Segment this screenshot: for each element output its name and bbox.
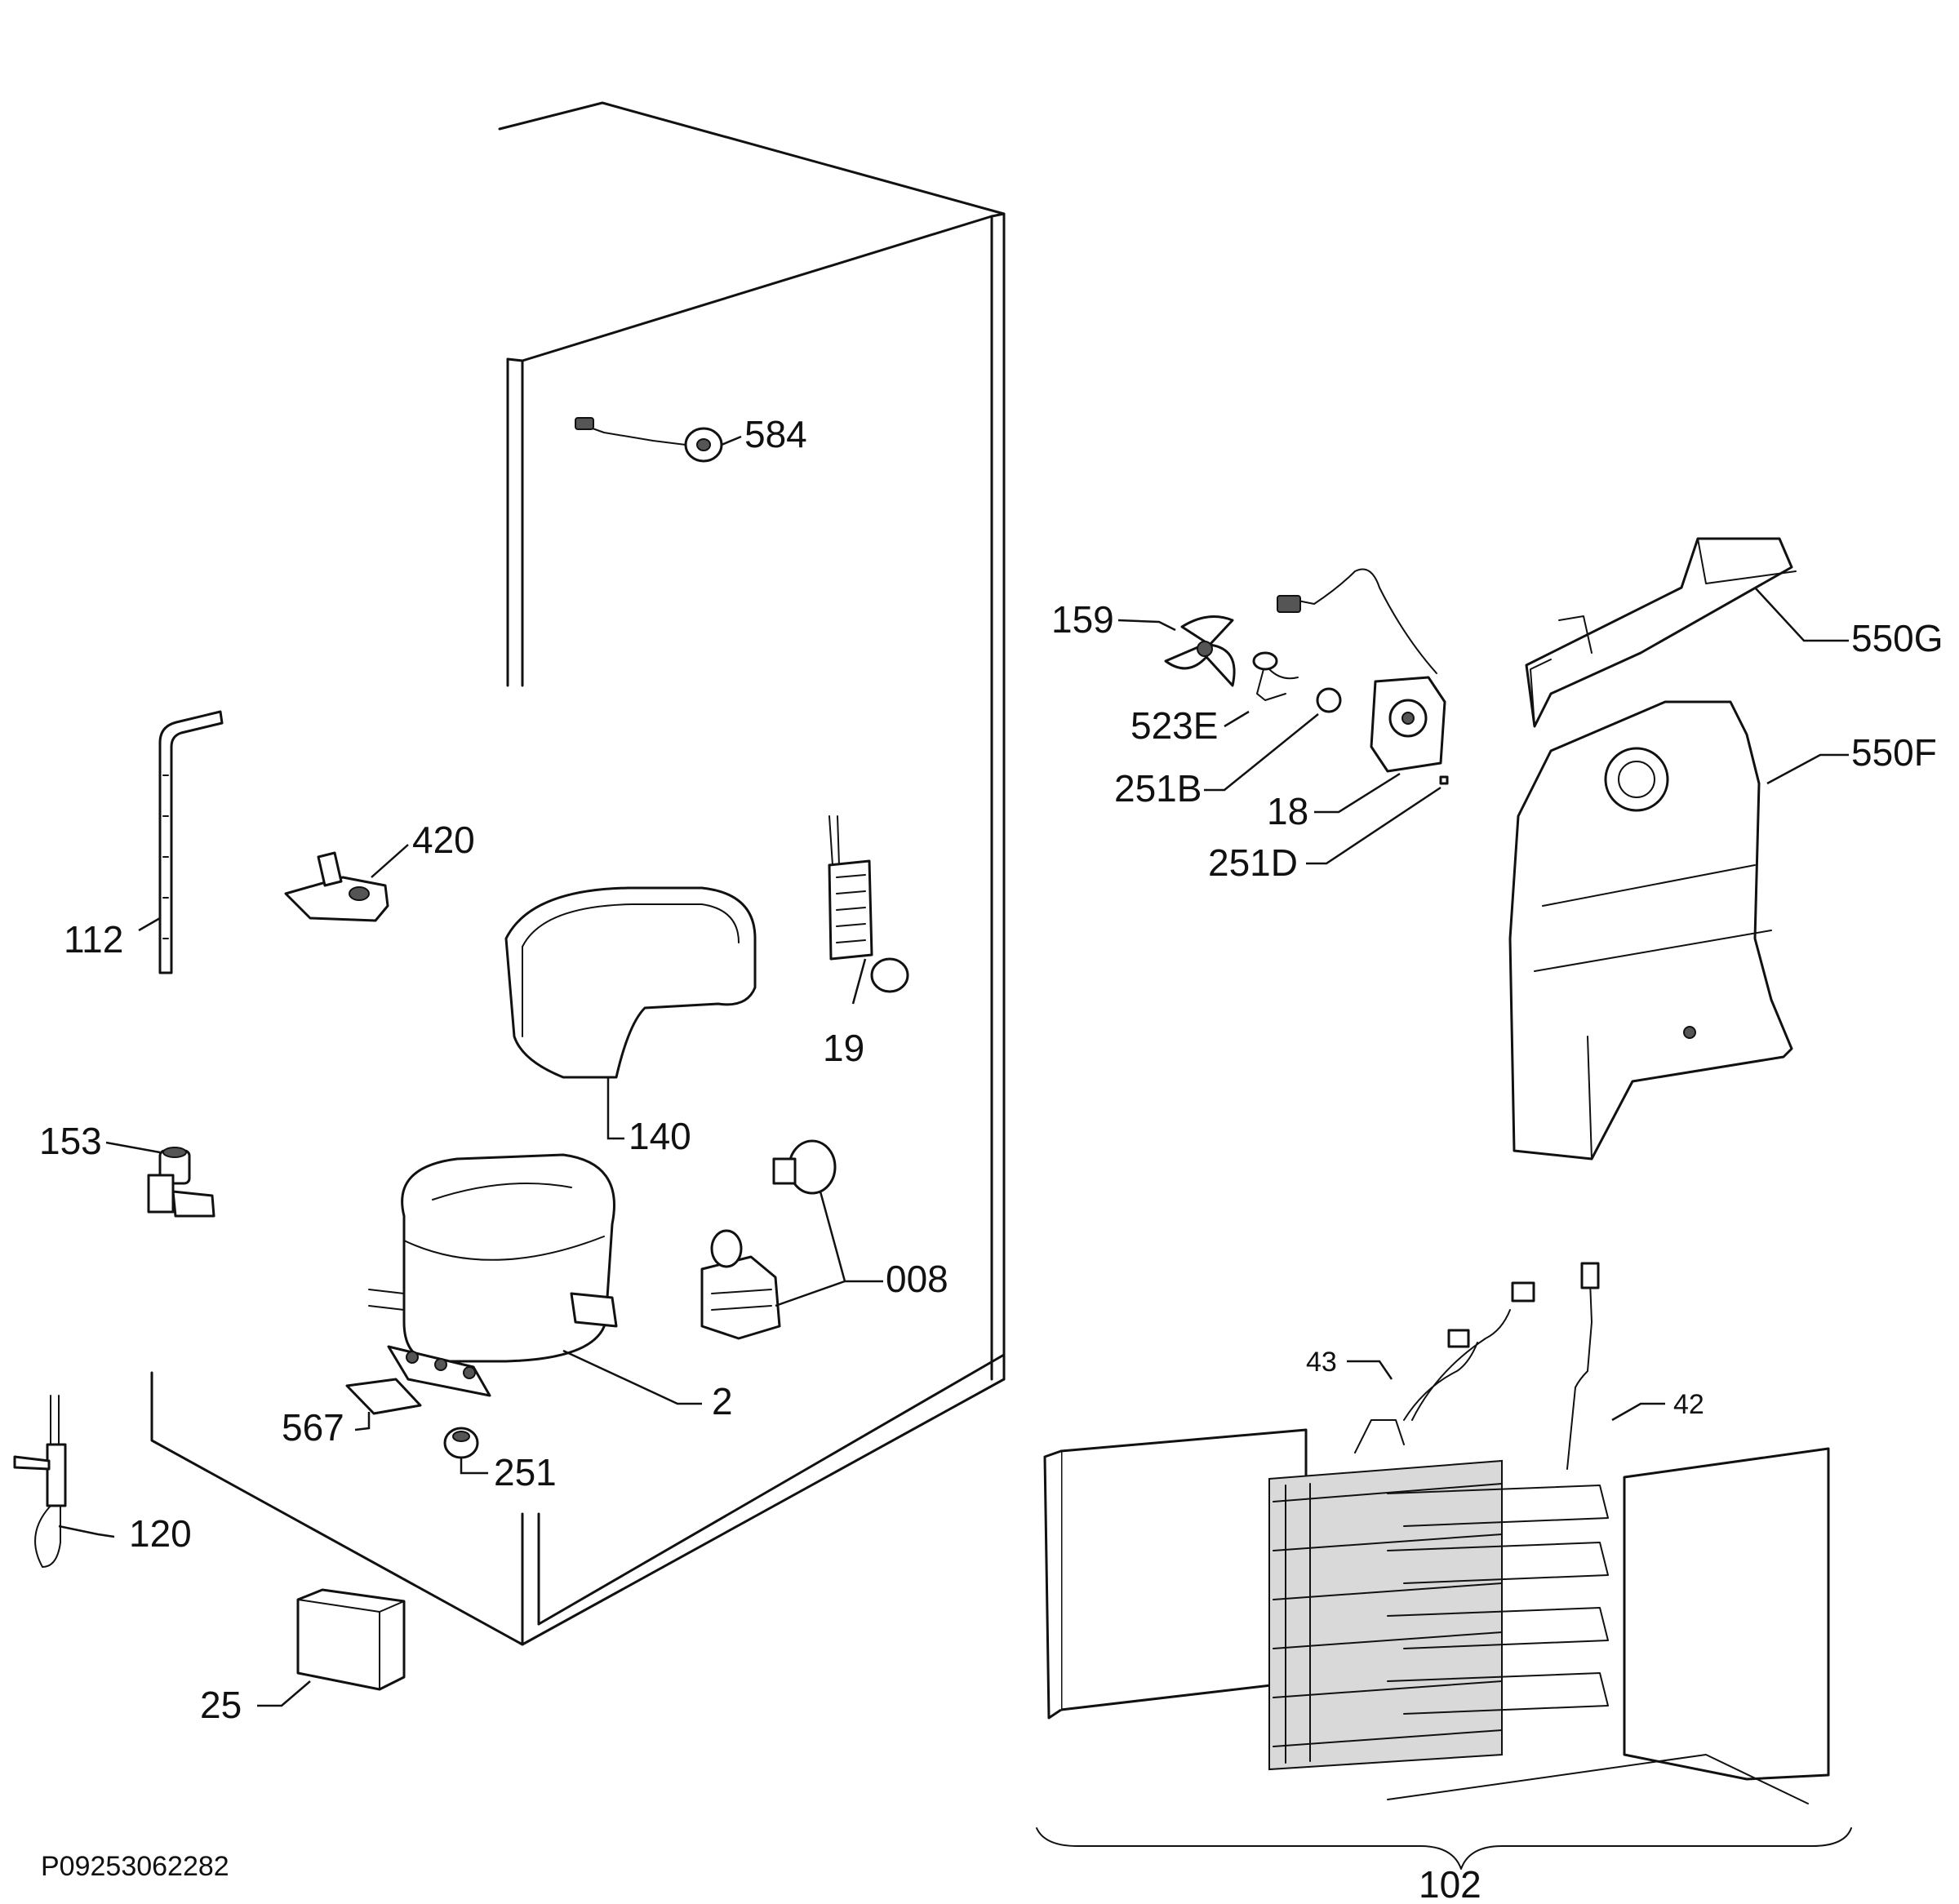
part-251B-grommet [1204, 687, 1342, 792]
callout-43: 43 [1306, 1347, 1337, 1378]
part-112-drain-tube [138, 710, 224, 974]
callout-008: 008 [886, 1258, 948, 1300]
callout-584: 584 [744, 413, 807, 455]
callout-25: 25 [200, 1684, 242, 1726]
callout-251D: 251D [1208, 841, 1298, 884]
part-420-bracket [284, 844, 409, 922]
callout-159: 159 [1051, 598, 1114, 641]
part-523E-bracket [1224, 651, 1299, 728]
part-550G-duct-cover [1525, 537, 1849, 728]
callout-420: 420 [412, 819, 475, 861]
part-19-heater [828, 815, 909, 1005]
callout-550G: 550G [1851, 617, 1943, 659]
part-102-evaporator [1036, 1262, 1852, 1870]
callout-567: 567 [282, 1406, 344, 1449]
callout-112: 112 [64, 918, 123, 961]
callout-42: 42 [1673, 1389, 1704, 1420]
callout-2: 2 [712, 1380, 733, 1422]
callout-19: 19 [823, 1027, 864, 1069]
part-251-grommet [443, 1427, 488, 1475]
callout-550F: 550F [1851, 731, 1937, 774]
callout-251B: 251B [1114, 767, 1202, 810]
callout-18: 18 [1267, 790, 1308, 832]
part-18-fan-motor [1277, 568, 1446, 814]
part-159-fan-blade [1117, 615, 1236, 687]
part-153-valve [105, 1141, 215, 1218]
callout-153: 153 [39, 1120, 102, 1162]
callout-120: 120 [129, 1512, 192, 1555]
cabinet-outline [150, 101, 1006, 1646]
part-25-box [257, 1588, 406, 1707]
callout-523E: 523E [1131, 704, 1218, 747]
part-584-door-switch [575, 417, 742, 463]
part-251D-clip [1306, 775, 1449, 865]
part-2-compressor [368, 1153, 702, 1405]
part-140-drip-tray [504, 886, 757, 1140]
drawing-code: P09253062282 [41, 1851, 229, 1882]
part-008-start-relay [700, 1139, 883, 1340]
callout-102: 102 [1419, 1863, 1481, 1904]
part-550F-evaporator-cover [1508, 700, 1849, 1161]
callout-251: 251 [494, 1451, 557, 1493]
part-120-sensor [13, 1395, 115, 1568]
callout-140: 140 [629, 1115, 691, 1157]
part-567-plate [345, 1378, 422, 1431]
